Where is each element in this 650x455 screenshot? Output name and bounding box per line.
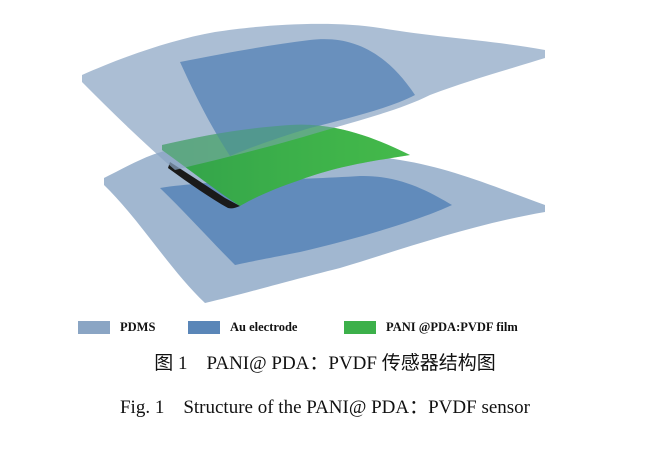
legend-swatch-pdms — [78, 320, 110, 334]
legend-label-au-electrode: Au electrode — [230, 319, 298, 334]
legend-swatch-film — [344, 320, 376, 334]
au-electrode-top — [180, 39, 415, 156]
legend-swatch-au-electrode — [188, 320, 220, 334]
figure-caption-english: Fig. 1 Structure of the PANI@ PDA：PVDF s… — [119, 397, 530, 418]
legend-item-film: PANI @PDA:PVDF film — [344, 318, 518, 336]
legend-label-pdms: PDMS — [120, 319, 156, 334]
legend-label-film: PANI @PDA:PVDF film — [386, 319, 518, 334]
film-overlay — [162, 124, 410, 206]
figure-caption-chinese: 图 1 PANI@ PDA：PVDF 传感器结构图 — [154, 353, 496, 374]
legend-item-au-electrode: Au electrode — [188, 318, 297, 336]
legend: PDMS Au electrode PANI @PDA:PVDF film — [0, 314, 650, 340]
legend-item-pdms: PDMS — [78, 318, 155, 336]
sensor-structure-diagram — [82, 23, 545, 303]
film-edge — [168, 162, 240, 209]
